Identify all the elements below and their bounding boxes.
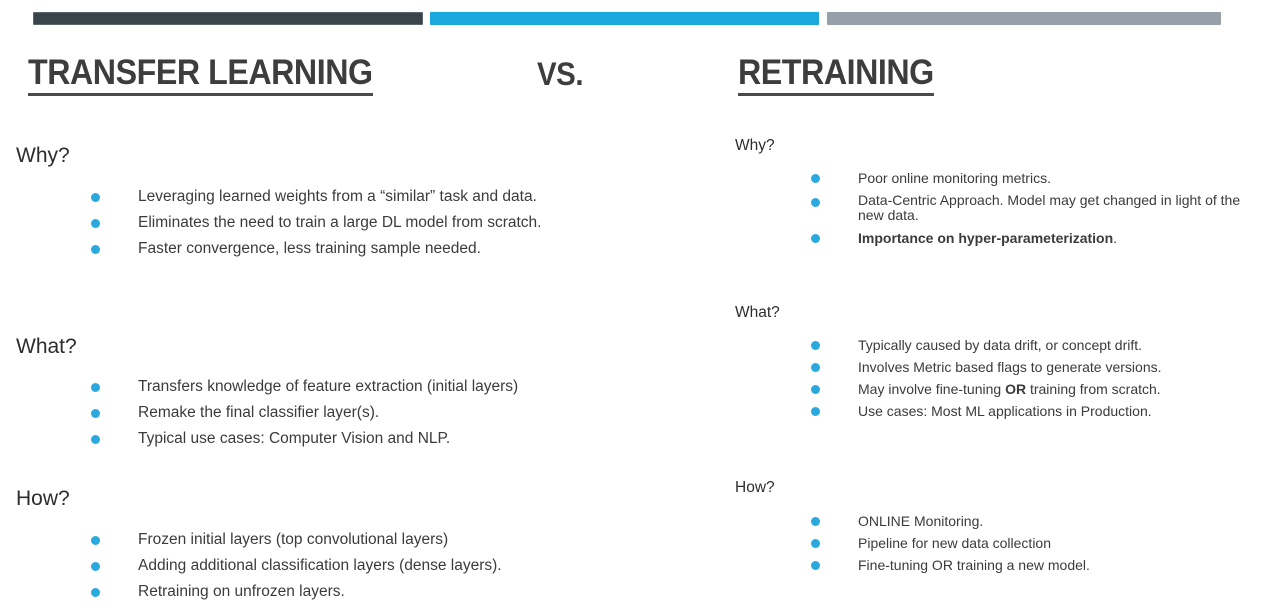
bullet-dot-icon <box>811 407 820 416</box>
bullet-list-transfer-what: Transfers knowledge of feature extractio… <box>16 374 518 452</box>
list-item: Eliminates the need to train a large DL … <box>16 210 541 236</box>
list-item: Fine-tuning OR training a new model. <box>735 554 1090 576</box>
blue-bar <box>430 12 819 25</box>
list-item: Frozen initial layers (top convolutional… <box>16 527 502 553</box>
page-title-vs: VS. <box>537 56 584 92</box>
top-bar-strip <box>0 0 1264 34</box>
list-item-text: Involves Metric based flags to generate … <box>858 359 1162 375</box>
bullet-dot-icon <box>811 174 820 183</box>
list-item: Use cases: Most ML applications in Produ… <box>735 400 1162 422</box>
bullet-dot-icon <box>91 219 100 228</box>
list-item: Adding additional classification layers … <box>16 553 502 579</box>
bullet-dot-icon <box>811 539 820 548</box>
bullet-dot-icon <box>91 409 100 418</box>
list-item: May involve fine-tuning OR training from… <box>735 378 1162 400</box>
list-item-text: Typically caused by data drift, or conce… <box>858 337 1143 353</box>
list-item-text: Typical use cases: Computer Vision and N… <box>138 430 451 447</box>
list-item-text: Eliminates the need to train a large DL … <box>138 214 542 231</box>
list-item-text: Use cases: Most ML applications in Produ… <box>858 403 1152 419</box>
bullet-dot-icon <box>811 341 820 350</box>
bullet-dot-icon <box>91 435 100 444</box>
list-item-text: Importance on hyper-parameterization. <box>858 230 1118 246</box>
list-item: Involves Metric based flags to generate … <box>735 356 1162 378</box>
section-retraining-why: Why? Poor online monitoring metrics. Dat… <box>735 136 1264 249</box>
title-row: TRANSFER LEARNING VS. RETRAINING <box>0 54 1264 100</box>
page-title-left: TRANSFER LEARNING <box>28 54 373 96</box>
list-item-text: Remake the final classifier layer(s). <box>138 404 380 421</box>
bullet-dot-icon <box>91 245 100 254</box>
list-item: Data-Centric Approach. Model may get cha… <box>735 189 1264 227</box>
list-item: Typical use cases: Computer Vision and N… <box>16 426 518 452</box>
section-heading-what: What? <box>735 304 780 321</box>
bullet-dot-icon <box>91 562 100 571</box>
section-transfer-what: What? Transfers knowledge of feature ext… <box>16 335 518 452</box>
list-item-text: ONLINE Monitoring. <box>858 513 984 529</box>
section-retraining-how: How? ONLINE Monitoring. Pipeline for new… <box>735 478 1090 576</box>
list-item: Leveraging learned weights from a “simil… <box>16 184 541 210</box>
section-heading-how: How? <box>16 487 70 510</box>
section-transfer-why: Why? Leveraging learned weights from a “… <box>16 144 541 262</box>
list-item: Poor online monitoring metrics. <box>735 167 1264 189</box>
bullet-dot-icon <box>811 234 820 243</box>
list-item-text: Transfers knowledge of feature extractio… <box>138 378 519 395</box>
bullet-dot-icon <box>91 588 100 597</box>
bullet-dot-icon <box>91 193 100 202</box>
bullet-dot-icon <box>811 385 820 394</box>
bullet-dot-icon <box>91 536 100 545</box>
bullet-list-transfer-how: Frozen initial layers (top convolutional… <box>16 527 502 605</box>
list-item: Retraining on unfrozen layers. <box>16 579 502 605</box>
dark-bar <box>33 12 423 25</box>
list-item-text: Retraining on unfrozen layers. <box>138 583 345 600</box>
list-item-text: Data-Centric Approach. Model may get cha… <box>858 192 1241 223</box>
list-item-text: May involve fine-tuning OR training from… <box>858 381 1161 397</box>
bullet-list-retraining-what: Typically caused by data drift, or conce… <box>735 334 1162 422</box>
list-item-text: Poor online monitoring metrics. <box>858 170 1051 186</box>
section-heading-why: Why? <box>16 144 70 167</box>
list-item: Importance on hyper-parameterization. <box>735 227 1264 249</box>
list-item: ONLINE Monitoring. <box>735 510 1090 532</box>
list-item: Transfers knowledge of feature extractio… <box>16 374 518 400</box>
list-item-text: Leveraging learned weights from a “simil… <box>138 188 537 205</box>
list-item-text: Adding additional classification layers … <box>138 557 502 574</box>
list-item-text: Pipeline for new data collection <box>858 535 1052 551</box>
section-retraining-what: What? Typically caused by data drift, or… <box>735 303 1162 422</box>
bullet-dot-icon <box>811 198 820 207</box>
list-item-text: Fine-tuning OR training a new model. <box>858 557 1090 573</box>
section-heading-what: What? <box>16 335 77 358</box>
gray-bar <box>827 12 1221 25</box>
bullet-list-transfer-why: Leveraging learned weights from a “simil… <box>16 184 541 262</box>
bullet-dot-icon <box>811 561 820 570</box>
bullet-list-retraining-how: ONLINE Monitoring. Pipeline for new data… <box>735 510 1090 576</box>
bullet-dot-icon <box>811 363 820 372</box>
bullet-list-retraining-why: Poor online monitoring metrics. Data-Cen… <box>735 167 1264 249</box>
bullet-dot-icon <box>91 383 100 392</box>
section-heading-why: Why? <box>735 137 775 154</box>
section-heading-how: How? <box>735 479 775 496</box>
list-item-text: Frozen initial layers (top convolutional… <box>138 531 449 548</box>
list-item: Pipeline for new data collection <box>735 532 1090 554</box>
list-item: Typically caused by data drift, or conce… <box>735 334 1162 356</box>
list-item-text: Faster convergence, less training sample… <box>138 240 481 257</box>
bullet-dot-icon <box>811 517 820 526</box>
list-item: Faster convergence, less training sample… <box>16 236 541 262</box>
list-item: Remake the final classifier layer(s). <box>16 400 518 426</box>
page-title-right: RETRAINING <box>738 54 934 96</box>
section-transfer-how: How? Frozen initial layers (top convolut… <box>16 487 502 605</box>
